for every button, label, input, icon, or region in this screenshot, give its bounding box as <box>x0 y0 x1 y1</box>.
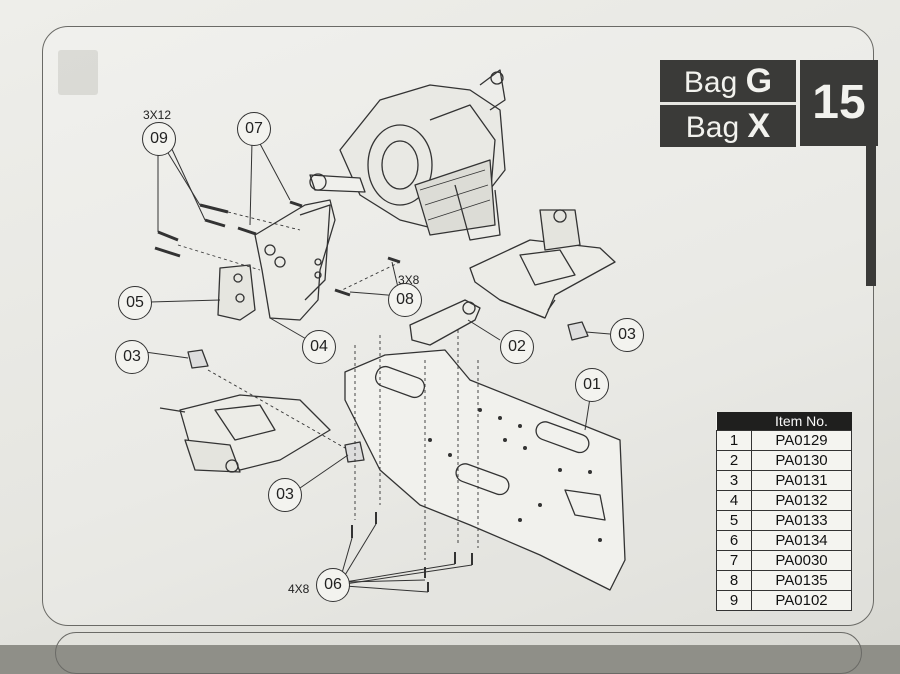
item-index: 8 <box>716 570 752 591</box>
step-number: 15 <box>800 60 878 146</box>
bushing-right <box>567 321 589 341</box>
item-index: 7 <box>716 550 752 571</box>
callout-08: 08 <box>388 283 422 317</box>
chassis-plate <box>344 349 626 591</box>
bag-x-label: Bag X <box>660 102 796 147</box>
size-4x8: 4X8 <box>288 582 310 596</box>
item-index: 5 <box>716 510 752 531</box>
item-code: PA0133 <box>751 510 852 531</box>
screws-3x12 <box>154 203 257 258</box>
callout-07: 07 <box>237 112 271 146</box>
callout-09: 09 <box>142 122 176 156</box>
item-code: PA0132 <box>751 490 852 511</box>
callout-04: 04 <box>302 330 336 364</box>
item-code: PA0129 <box>751 430 852 451</box>
item-index: 6 <box>716 530 752 551</box>
callout-06: 06 <box>316 568 350 602</box>
item-code: PA0030 <box>751 550 852 571</box>
item-code: PA0102 <box>751 590 852 611</box>
callout-03-right: 03 <box>610 318 644 352</box>
callout-02: 02 <box>500 330 534 364</box>
callout-03-left: 03 <box>115 340 149 374</box>
item-code: PA0134 <box>751 530 852 551</box>
item-index: 3 <box>716 470 752 491</box>
left-suspension-arm <box>159 394 331 473</box>
item-index: 9 <box>716 590 752 611</box>
exploded-assembly-diagram <box>144 69 626 593</box>
screws-3x8 <box>289 200 401 297</box>
size-3x12: 3X12 <box>143 108 172 122</box>
item-index: 1 <box>716 430 752 451</box>
bushing-left-lower <box>344 441 365 463</box>
table-header: Item No. <box>751 412 852 431</box>
item-code: PA0131 <box>751 470 852 491</box>
callout-03-lower: 03 <box>268 478 302 512</box>
bag-g-letter: G <box>745 62 773 100</box>
callout-05: 05 <box>118 286 152 320</box>
bag-g-prefix: Bag <box>683 66 738 99</box>
transmission-assembly <box>309 69 506 241</box>
mount-block <box>217 264 256 321</box>
bag-g-label: Bag G <box>660 60 796 102</box>
bag-x-letter: X <box>747 107 771 145</box>
bag-x-prefix: Bag <box>685 111 740 144</box>
callout-01: 01 <box>575 368 609 402</box>
item-code: PA0135 <box>751 570 852 591</box>
table-header-row: Item No. <box>716 412 852 431</box>
bushing-left-upper <box>187 349 209 369</box>
assembly-guide-lines <box>177 211 479 560</box>
rear-bulkhead <box>254 199 336 321</box>
item-index: 2 <box>716 450 752 471</box>
faded-print-mark <box>58 50 98 95</box>
item-code: PA0130 <box>751 450 852 471</box>
right-suspension-arm <box>469 209 616 319</box>
step-bar <box>866 146 876 286</box>
link-arm <box>409 299 481 346</box>
item-index: 4 <box>716 490 752 511</box>
